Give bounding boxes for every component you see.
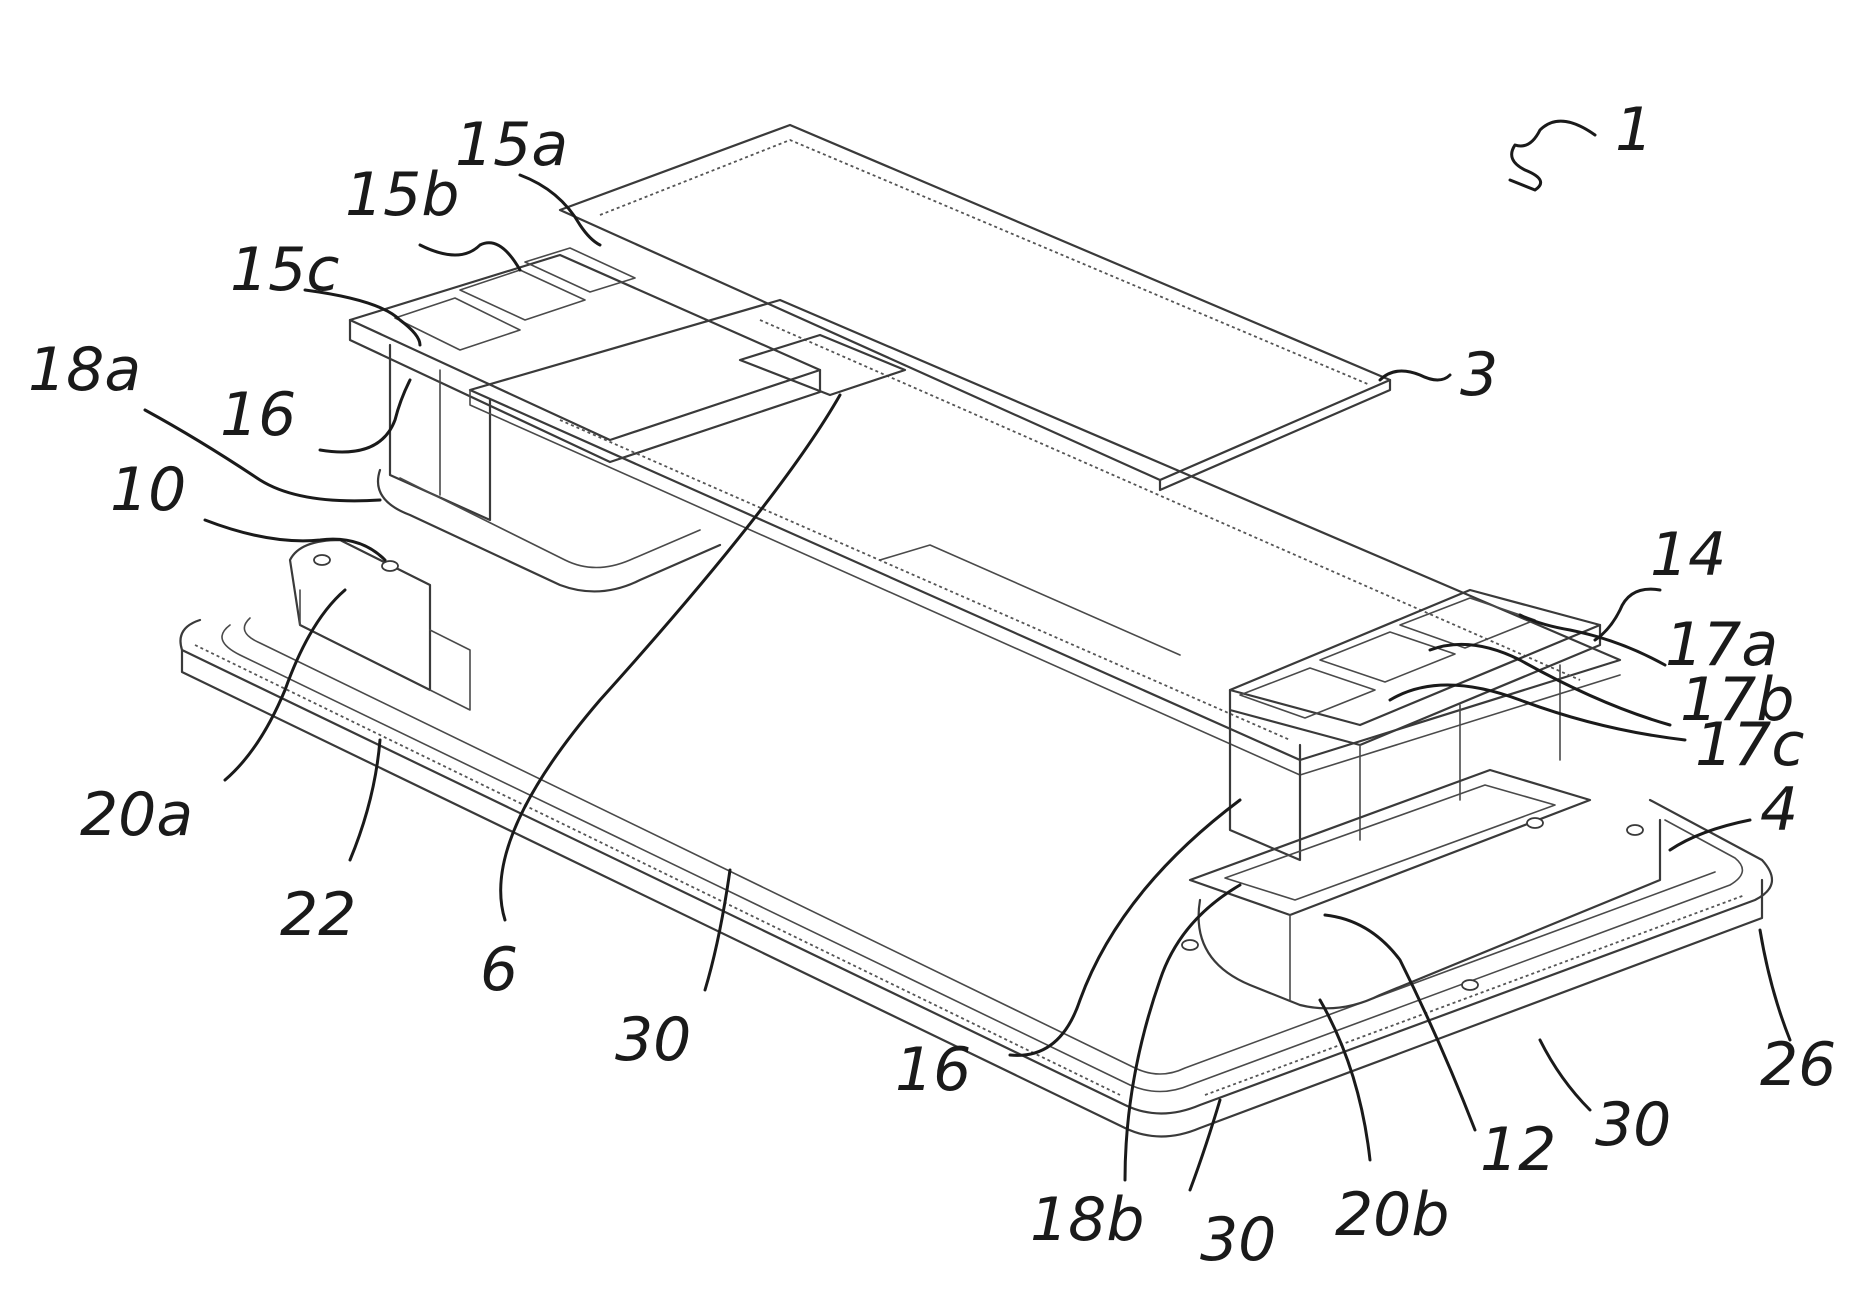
label-4: 4 — [1760, 775, 1798, 845]
leader-1 — [1510, 121, 1595, 190]
leader-30-right — [1540, 1040, 1590, 1110]
label-14: 14 — [1650, 520, 1726, 590]
label-17a: 17a — [1665, 610, 1778, 680]
leader-15b — [420, 243, 520, 270]
leader-16-right — [1010, 800, 1240, 1055]
leader-6 — [501, 395, 840, 920]
central-plate — [470, 300, 1620, 775]
label-15a: 15a — [455, 110, 568, 180]
label-30-right: 30 — [1595, 1090, 1671, 1160]
leader-14 — [1595, 589, 1660, 640]
label-15c: 15c — [230, 235, 339, 305]
leader-4 — [1670, 820, 1750, 850]
label-3: 3 — [1460, 340, 1498, 410]
label-12: 12 — [1480, 1115, 1556, 1185]
leader-18b — [1125, 885, 1240, 1180]
leader-16-left — [320, 380, 410, 452]
leader-12 — [1325, 915, 1475, 1130]
label-15b: 15b — [345, 160, 459, 230]
label-16-left: 16 — [220, 380, 296, 450]
label-20a: 20a — [80, 780, 193, 850]
leader-20a — [225, 590, 345, 780]
right-holder — [1182, 590, 1660, 1008]
label-18a: 18a — [28, 335, 141, 405]
label-30-bottom: 30 — [1200, 1205, 1276, 1275]
left-holder — [350, 248, 820, 591]
label-1: 1 — [1615, 95, 1653, 165]
top-plate — [560, 125, 1390, 490]
label-10: 10 — [110, 455, 186, 525]
label-16-right: 16 — [895, 1035, 971, 1105]
base-frame — [180, 618, 1772, 1137]
label-18b: 18b — [1030, 1185, 1144, 1255]
label-22: 22 — [280, 880, 356, 950]
label-30-left: 30 — [615, 1005, 691, 1075]
label-6: 6 — [480, 935, 518, 1005]
leader-22 — [350, 740, 380, 860]
label-26: 26 — [1760, 1030, 1836, 1100]
leader-3 — [1380, 371, 1450, 380]
leader-30-bottom — [1190, 1100, 1220, 1190]
label-20b: 20b — [1335, 1180, 1449, 1250]
leader-26 — [1760, 930, 1790, 1040]
